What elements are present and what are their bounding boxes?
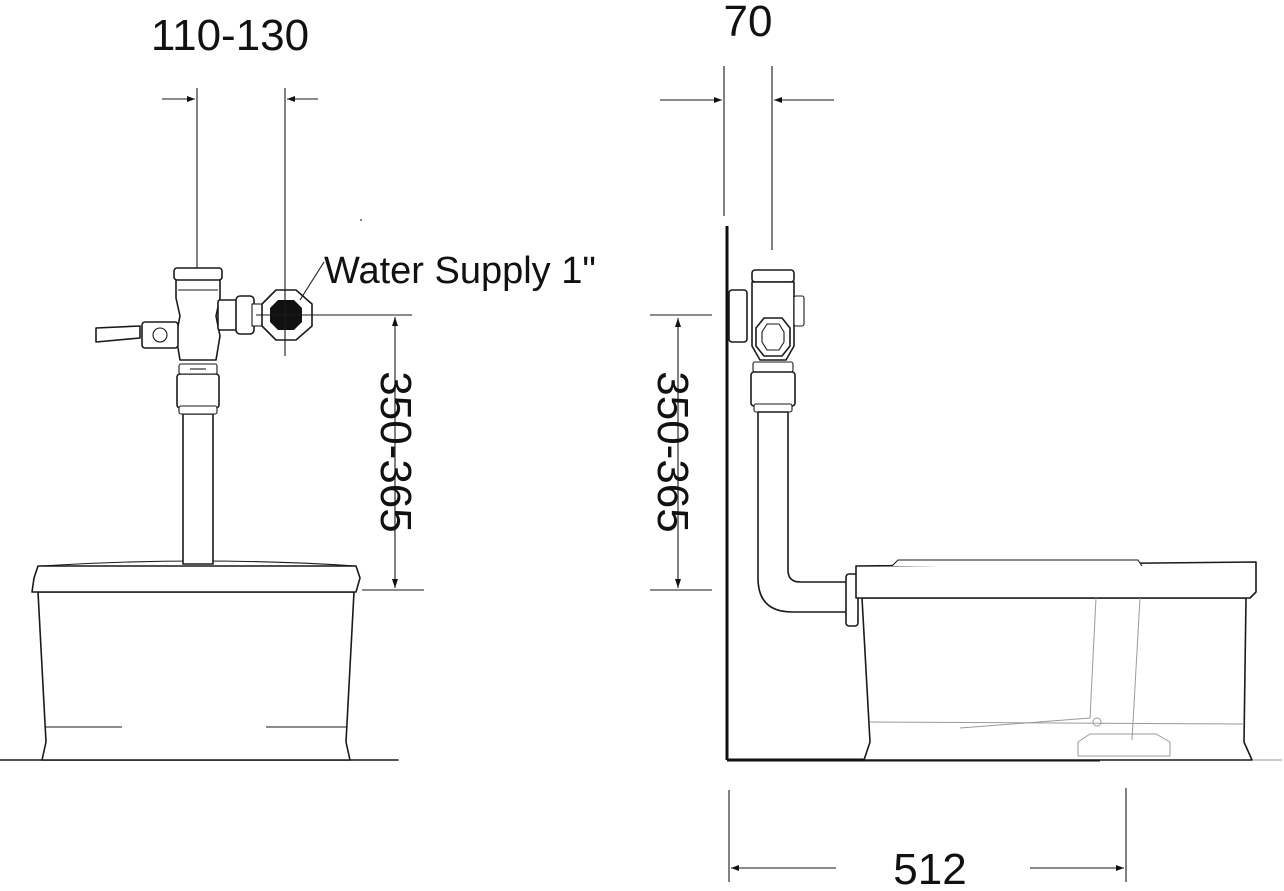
dim-height-left: 350-365 [371, 371, 420, 532]
side-rim [855, 561, 1257, 599]
front-coupling [176, 373, 220, 409]
side-bottom-arrowhead-left [731, 865, 739, 871]
front-handle-lever [95, 325, 141, 343]
front-height-arrowhead-top [392, 317, 398, 326]
side-height-arrowhead-bottom [675, 579, 681, 588]
dim-top-left: 110-130 [151, 11, 309, 60]
dim-top-right: 70 [724, 0, 773, 46]
stray-dot [360, 219, 362, 221]
side-bent-pipe [757, 411, 853, 613]
side-view [650, 66, 1282, 882]
front-bowl-body [37, 591, 355, 761]
side-bolt [1092, 717, 1102, 727]
front-dim-arrowhead-right [287, 96, 295, 102]
side-spud [845, 573, 859, 627]
side-base-line [869, 721, 1245, 725]
front-coupling-ring-lower [178, 405, 218, 415]
front-view [0, 88, 424, 761]
front-dim-arrowhead-left [187, 96, 195, 102]
front-connector [217, 299, 239, 331]
dim-bottom: 512 [893, 845, 966, 891]
side-top-arrowhead-right [774, 97, 782, 103]
side-bottom-arrowhead-right [1116, 865, 1124, 871]
dim-height-right: 350-365 [648, 371, 697, 532]
side-trapway-line-2 [1131, 597, 1141, 741]
front-handle-base [141, 321, 179, 349]
side-valve-octagon-inner [761, 323, 785, 351]
front-height-arrowhead-bottom [392, 579, 398, 588]
side-bowl-body [861, 597, 1253, 761]
front-rim [31, 565, 361, 593]
water-supply-label: Water Supply 1" [324, 250, 596, 292]
front-valve-body [175, 273, 221, 361]
side-coupling-ring-upper [752, 361, 794, 373]
side-height-arrowhead-top [675, 318, 681, 327]
front-connector-nut [235, 295, 255, 335]
side-trapway-line [959, 597, 1097, 729]
front-valve-cap [173, 267, 223, 281]
side-coupling-ring-lower [753, 403, 793, 413]
side-wall-flange [728, 289, 748, 343]
front-handle-pivot [152, 327, 168, 343]
front-vertical-pipe [182, 413, 214, 565]
side-coupling [750, 371, 796, 407]
side-foot [1077, 733, 1171, 757]
side-top-arrowhead-left [714, 97, 722, 103]
side-valve-port [793, 295, 805, 327]
water-supply-leader [299, 261, 325, 301]
side-valve-cap [751, 269, 795, 283]
side-seat [891, 559, 1143, 567]
